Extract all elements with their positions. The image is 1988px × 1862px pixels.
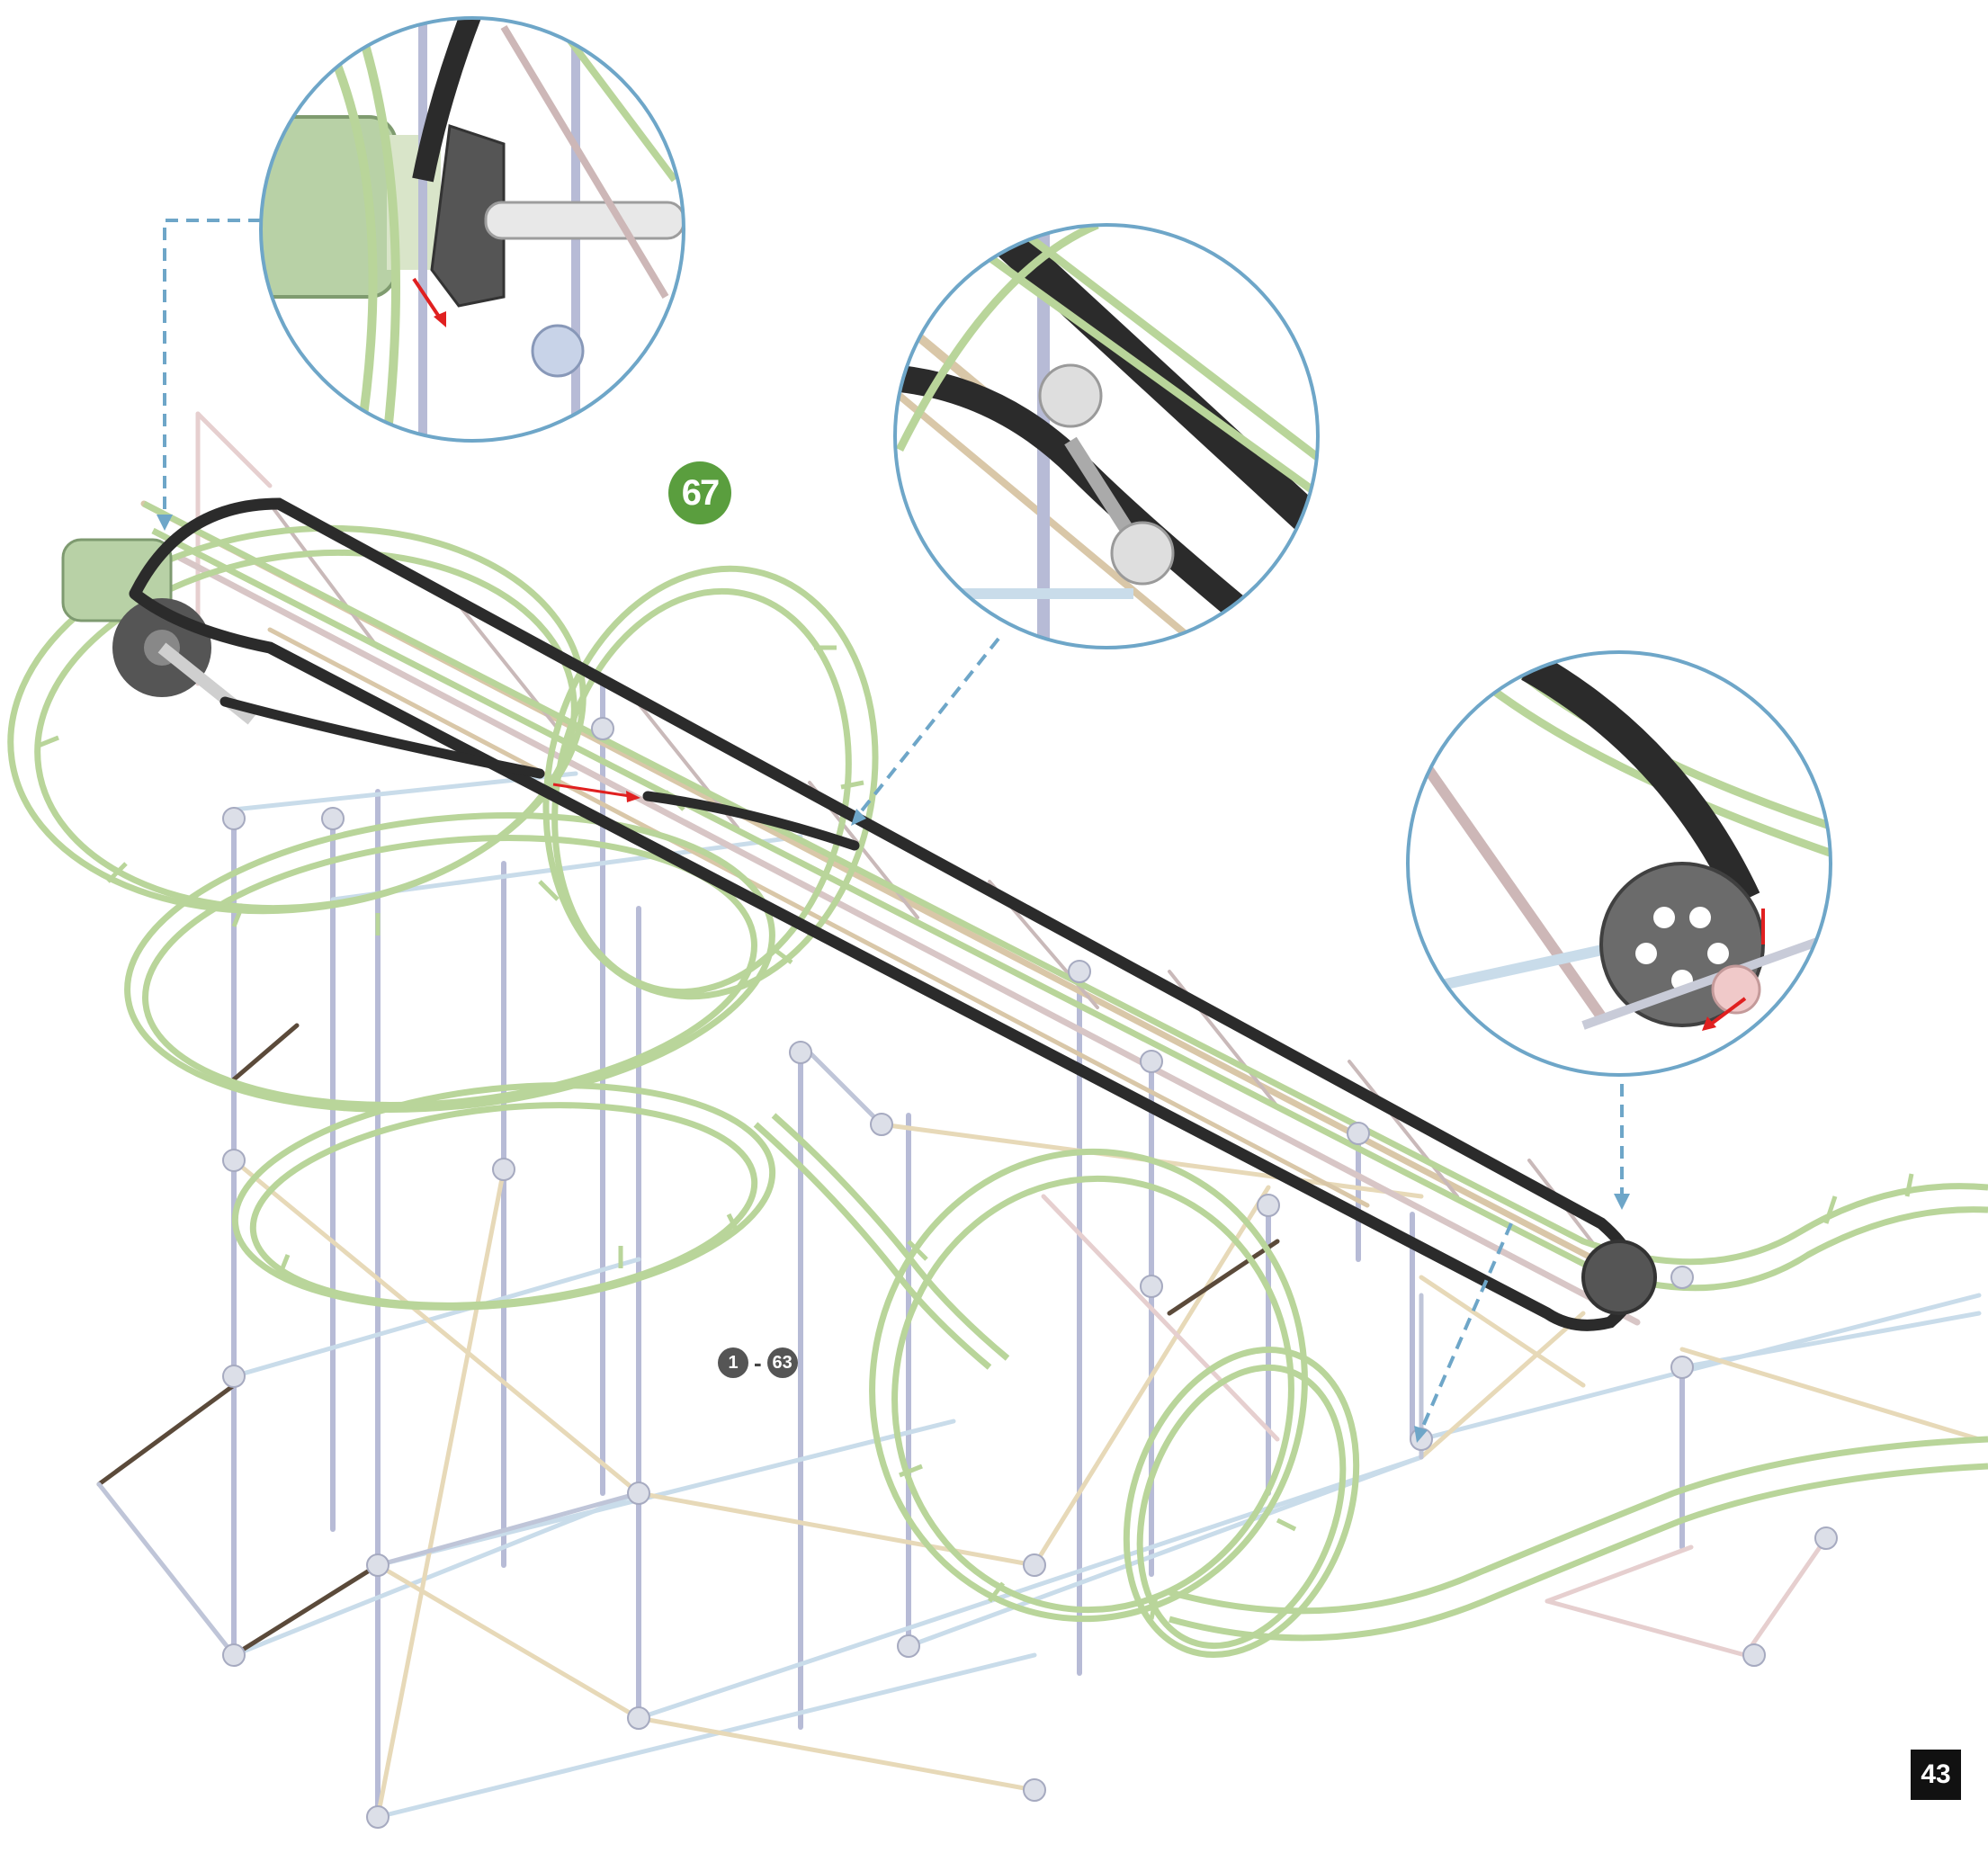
parts-range-indicator: 1 - 63 — [718, 1347, 798, 1379]
range-start-badge: 1 — [718, 1347, 748, 1378]
range-separator: - — [754, 1348, 762, 1376]
track-crossties — [35, 645, 1914, 1620]
callout-motor-detail — [259, 16, 685, 443]
connector-hubs — [222, 717, 1838, 1829]
page-number: 43 — [1911, 1750, 1961, 1800]
lift-chain — [129, 497, 1657, 1331]
coaster-track — [7, 500, 1988, 1658]
step-number-badge: 67 — [668, 461, 731, 524]
callout-gear-detail — [1406, 650, 1832, 1077]
callout-leader-heads — [157, 515, 1630, 1443]
callout-leaders — [163, 219, 1624, 1431]
callout-chain-detail — [893, 223, 1320, 649]
range-end-badge: 63 — [766, 1347, 798, 1378]
chain-join-arrow — [552, 783, 640, 802]
